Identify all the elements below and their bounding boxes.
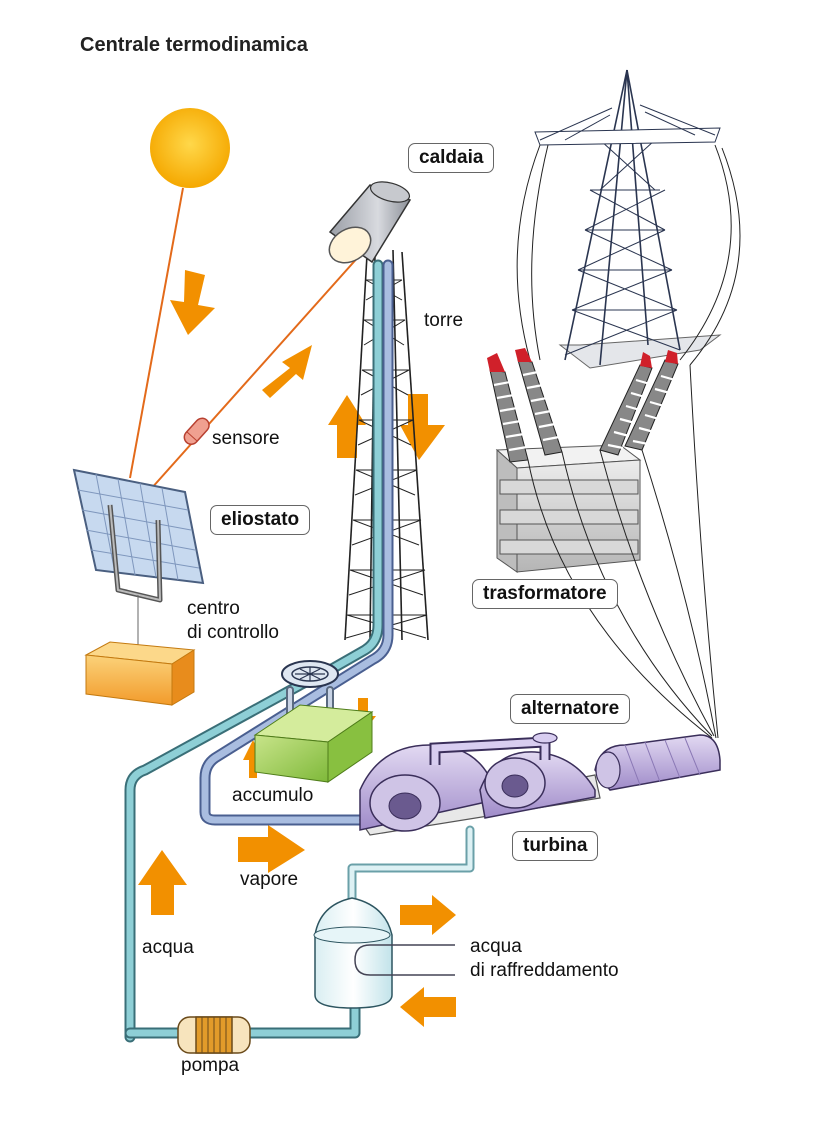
label-di-controllo: di controllo [187,622,279,643]
label-torre: torre [424,310,464,331]
label-accumulo: accumulo [232,785,314,806]
label-vapore: vapore [240,869,299,890]
heliostat [72,468,205,645]
label-turbina: turbina [512,831,599,861]
arrow-steam [238,825,305,873]
label-acqua: acqua [142,937,194,958]
arrow-reflected [262,345,312,398]
reflected-ray [149,254,361,491]
label-trasformatore: trasformatore [472,579,618,609]
transformer [487,348,719,739]
valve [281,660,339,688]
condenser [313,897,455,1009]
control-box [84,641,196,706]
arrow-storage-up [243,740,263,778]
insulators [487,348,679,463]
arrow-tower-up [328,395,366,458]
label-sensore: sensore [212,428,280,449]
boiler [328,181,412,264]
arrows [138,270,456,1027]
label-centro: centro [187,598,240,619]
sun-ray [129,187,184,479]
label-caldaia: caldaia [408,143,495,173]
label-acqua-raffreddamento-2: di raffreddamento [470,960,619,981]
arrow-cooling-in [400,987,456,1027]
turbine [358,732,601,836]
arrow-sunlight [170,270,215,335]
arrow-water-up [138,850,187,915]
pylon [516,69,741,369]
pump [177,1016,251,1054]
sun [150,108,230,188]
label-eliostato: eliostato [210,505,311,535]
storage-tank [253,704,374,783]
label-alternatore: alternatore [510,694,631,724]
label-pompa: pompa [181,1055,240,1076]
arrow-tower-down [400,394,445,460]
diagram-title: Centrale termodinamica [80,34,308,56]
arrow-cooling-out [400,895,456,935]
alternator [594,734,721,791]
sensor [183,417,210,445]
label-acqua-raffreddamento-1: acqua [470,936,522,957]
